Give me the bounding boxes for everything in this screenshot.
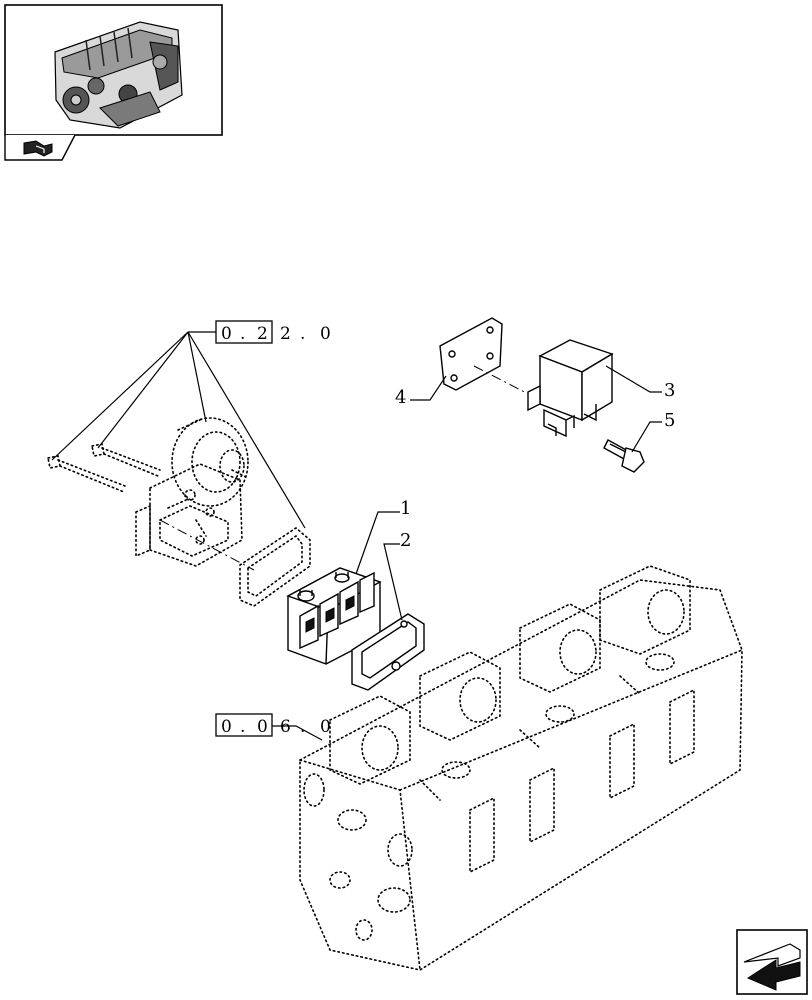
engine-thumbnail[interactable] (4, 4, 223, 136)
part-1-connector-module[interactable] (286, 567, 382, 665)
reference-022-0[interactable]: 0 . 2 2 . 0 (215, 320, 331, 344)
ref-top-digit-2: 2 (257, 324, 268, 344)
book-page-icon (23, 140, 53, 157)
callout-1-label: 1 (400, 498, 411, 519)
book-tab[interactable] (4, 134, 76, 161)
callout-2[interactable]: 2 (383, 530, 411, 621)
part-5-bolt[interactable] (603, 439, 645, 473)
callout-3-label: 3 (664, 380, 675, 401)
ref-top-dot-2: . (300, 324, 305, 344)
callout-5[interactable]: 5 (631, 410, 675, 453)
callout-1[interactable]: 1 (355, 498, 411, 575)
part-2-gasket[interactable] (351, 613, 425, 691)
ref-bottom-digit-4: 0 (320, 717, 331, 737)
ref-bottom-dot-1: . (240, 717, 245, 737)
next-page-button[interactable] (736, 929, 808, 995)
ref-top-digit-4: 0 (320, 324, 331, 344)
ref-top-dot-1: . (240, 324, 245, 344)
ref-top-leaders (51, 331, 306, 529)
reference-006-0[interactable]: 0 . 0 6 . 0 (215, 713, 331, 737)
ref-top-digit-1: 0 (221, 324, 232, 344)
ref-bottom-dot-2: . (300, 717, 305, 737)
heat-exchanger-assembly (47, 417, 311, 607)
ref-bottom-digit-3: 6 (280, 717, 291, 737)
callout-4[interactable]: 4 (395, 375, 447, 408)
part-4-bracket[interactable] (439, 317, 503, 391)
callout-2-label: 2 (400, 530, 411, 551)
ref-bottom-digit-2: 0 (257, 717, 268, 737)
engine-thumbnail-icon (54, 21, 183, 129)
ref-top-digit-3: 2 (280, 324, 291, 344)
part-3-relay[interactable] (527, 339, 614, 438)
callout-5-label: 5 (664, 410, 675, 431)
ref-bottom-digit-1: 0 (221, 717, 232, 737)
callout-4-label: 4 (395, 387, 406, 408)
ref-bottom-leader (272, 725, 323, 741)
cylinder-head (299, 565, 743, 971)
callout-3[interactable]: 3 (605, 365, 675, 401)
next-page-arrow-icon (743, 943, 801, 991)
